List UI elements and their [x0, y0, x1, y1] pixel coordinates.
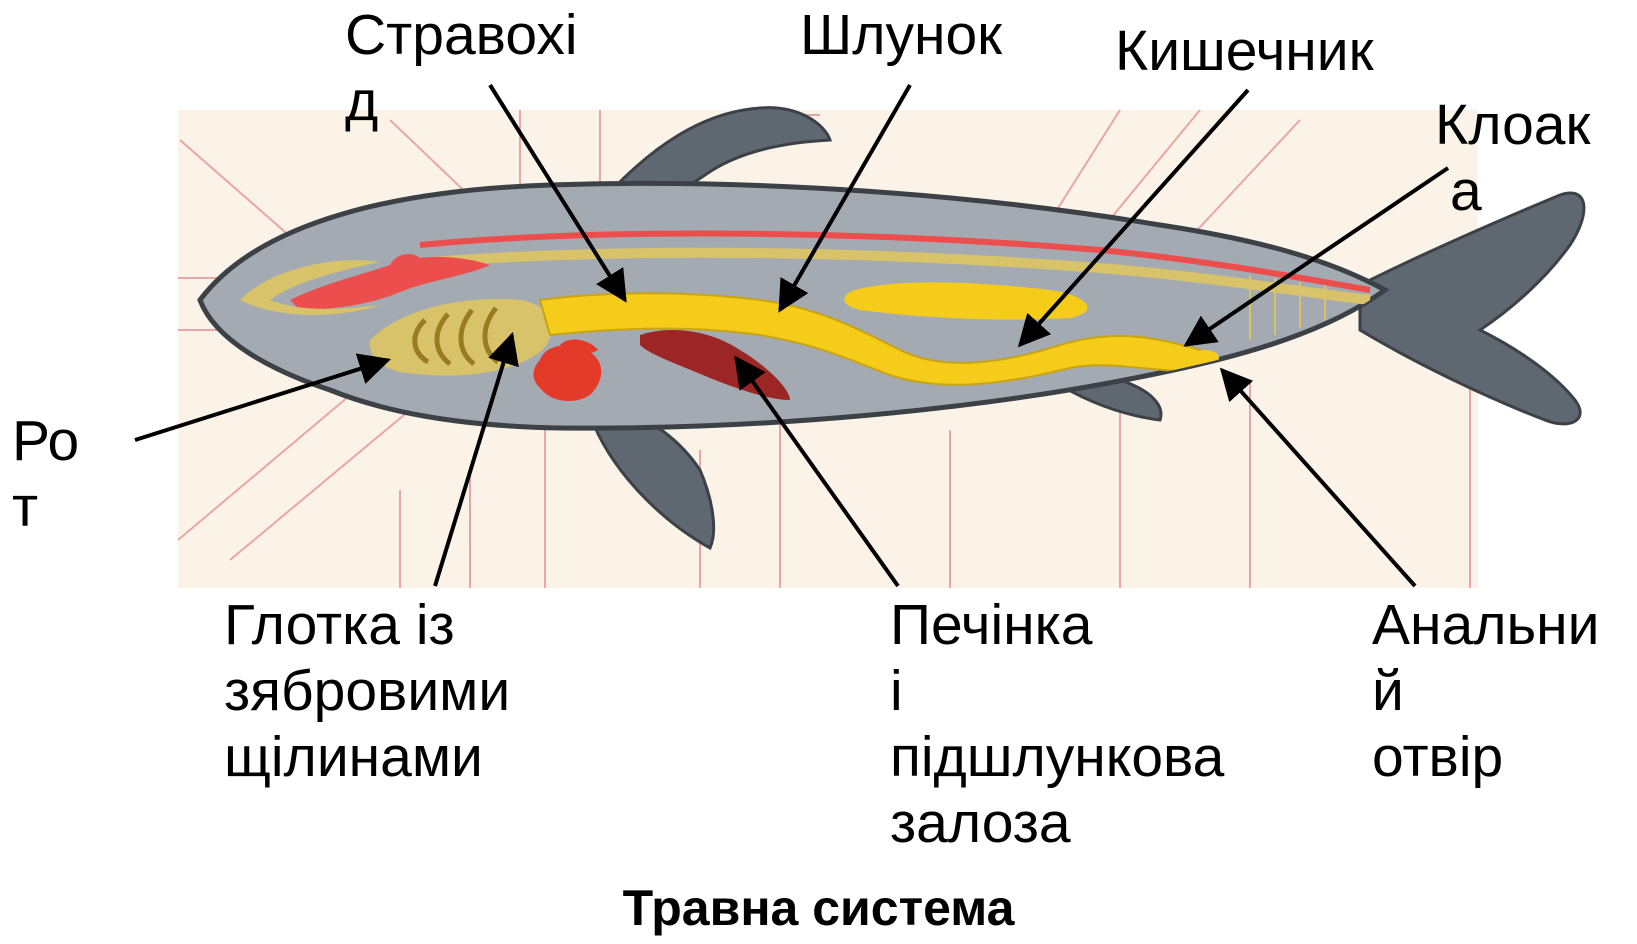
diagram-title: Травна система: [0, 880, 1637, 936]
label-kyshechnyk: Кишечник: [1115, 18, 1374, 84]
label-shlunok: Шлунок: [800, 2, 1002, 68]
